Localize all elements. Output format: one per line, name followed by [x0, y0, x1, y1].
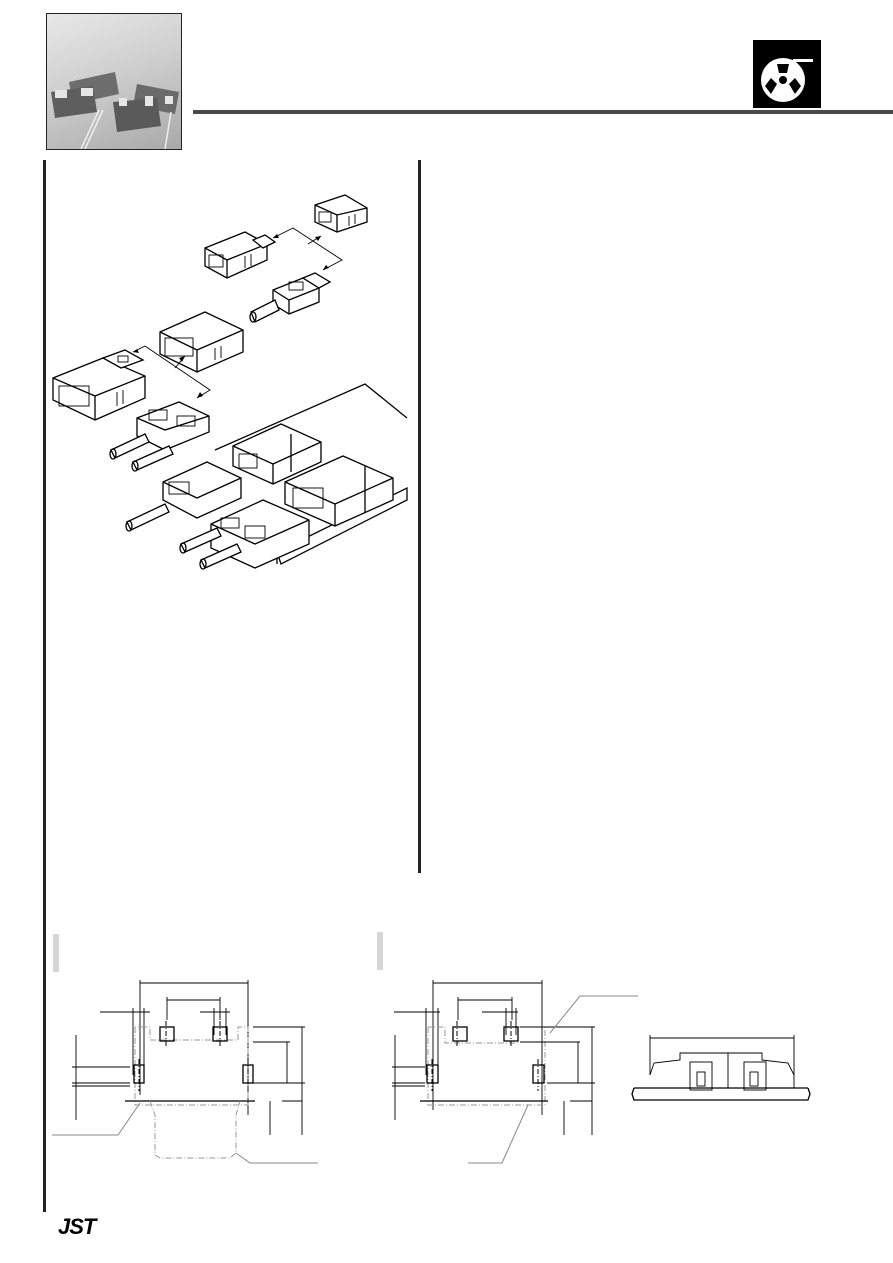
tape-reel-icon — [753, 40, 821, 108]
product-photo-image — [51, 72, 179, 149]
pcb-layout-drawing-left — [52, 980, 318, 1164]
product-photo — [46, 13, 182, 150]
left-margin-rule — [43, 160, 46, 1212]
section-marker-right — [377, 932, 383, 970]
header-rule — [193, 110, 893, 114]
mated-small-pair-top — [232, 423, 322, 485]
jst-logo: JST — [58, 1214, 96, 1239]
pcb-layout-drawing-right — [392, 980, 638, 1164]
dual-plug-with-cables — [109, 401, 210, 472]
mating-arrows-2 — [132, 345, 211, 399]
small-receptacle-top — [314, 194, 368, 233]
small-header — [204, 231, 277, 279]
mated-small-pair-bottom — [125, 461, 242, 532]
small-plug-with-cable — [249, 272, 332, 323]
section-marker-left — [53, 934, 59, 972]
mating-arrows-1 — [272, 227, 343, 271]
mated-large-pair-right — [284, 455, 394, 527]
connector-assembly-illustration — [52, 194, 408, 570]
large-receptacle — [159, 311, 244, 373]
mated-large-pair-bottom — [179, 499, 310, 570]
connector-side-view-drawing — [631, 1035, 811, 1101]
large-header — [52, 349, 146, 421]
column-divider — [418, 160, 421, 873]
